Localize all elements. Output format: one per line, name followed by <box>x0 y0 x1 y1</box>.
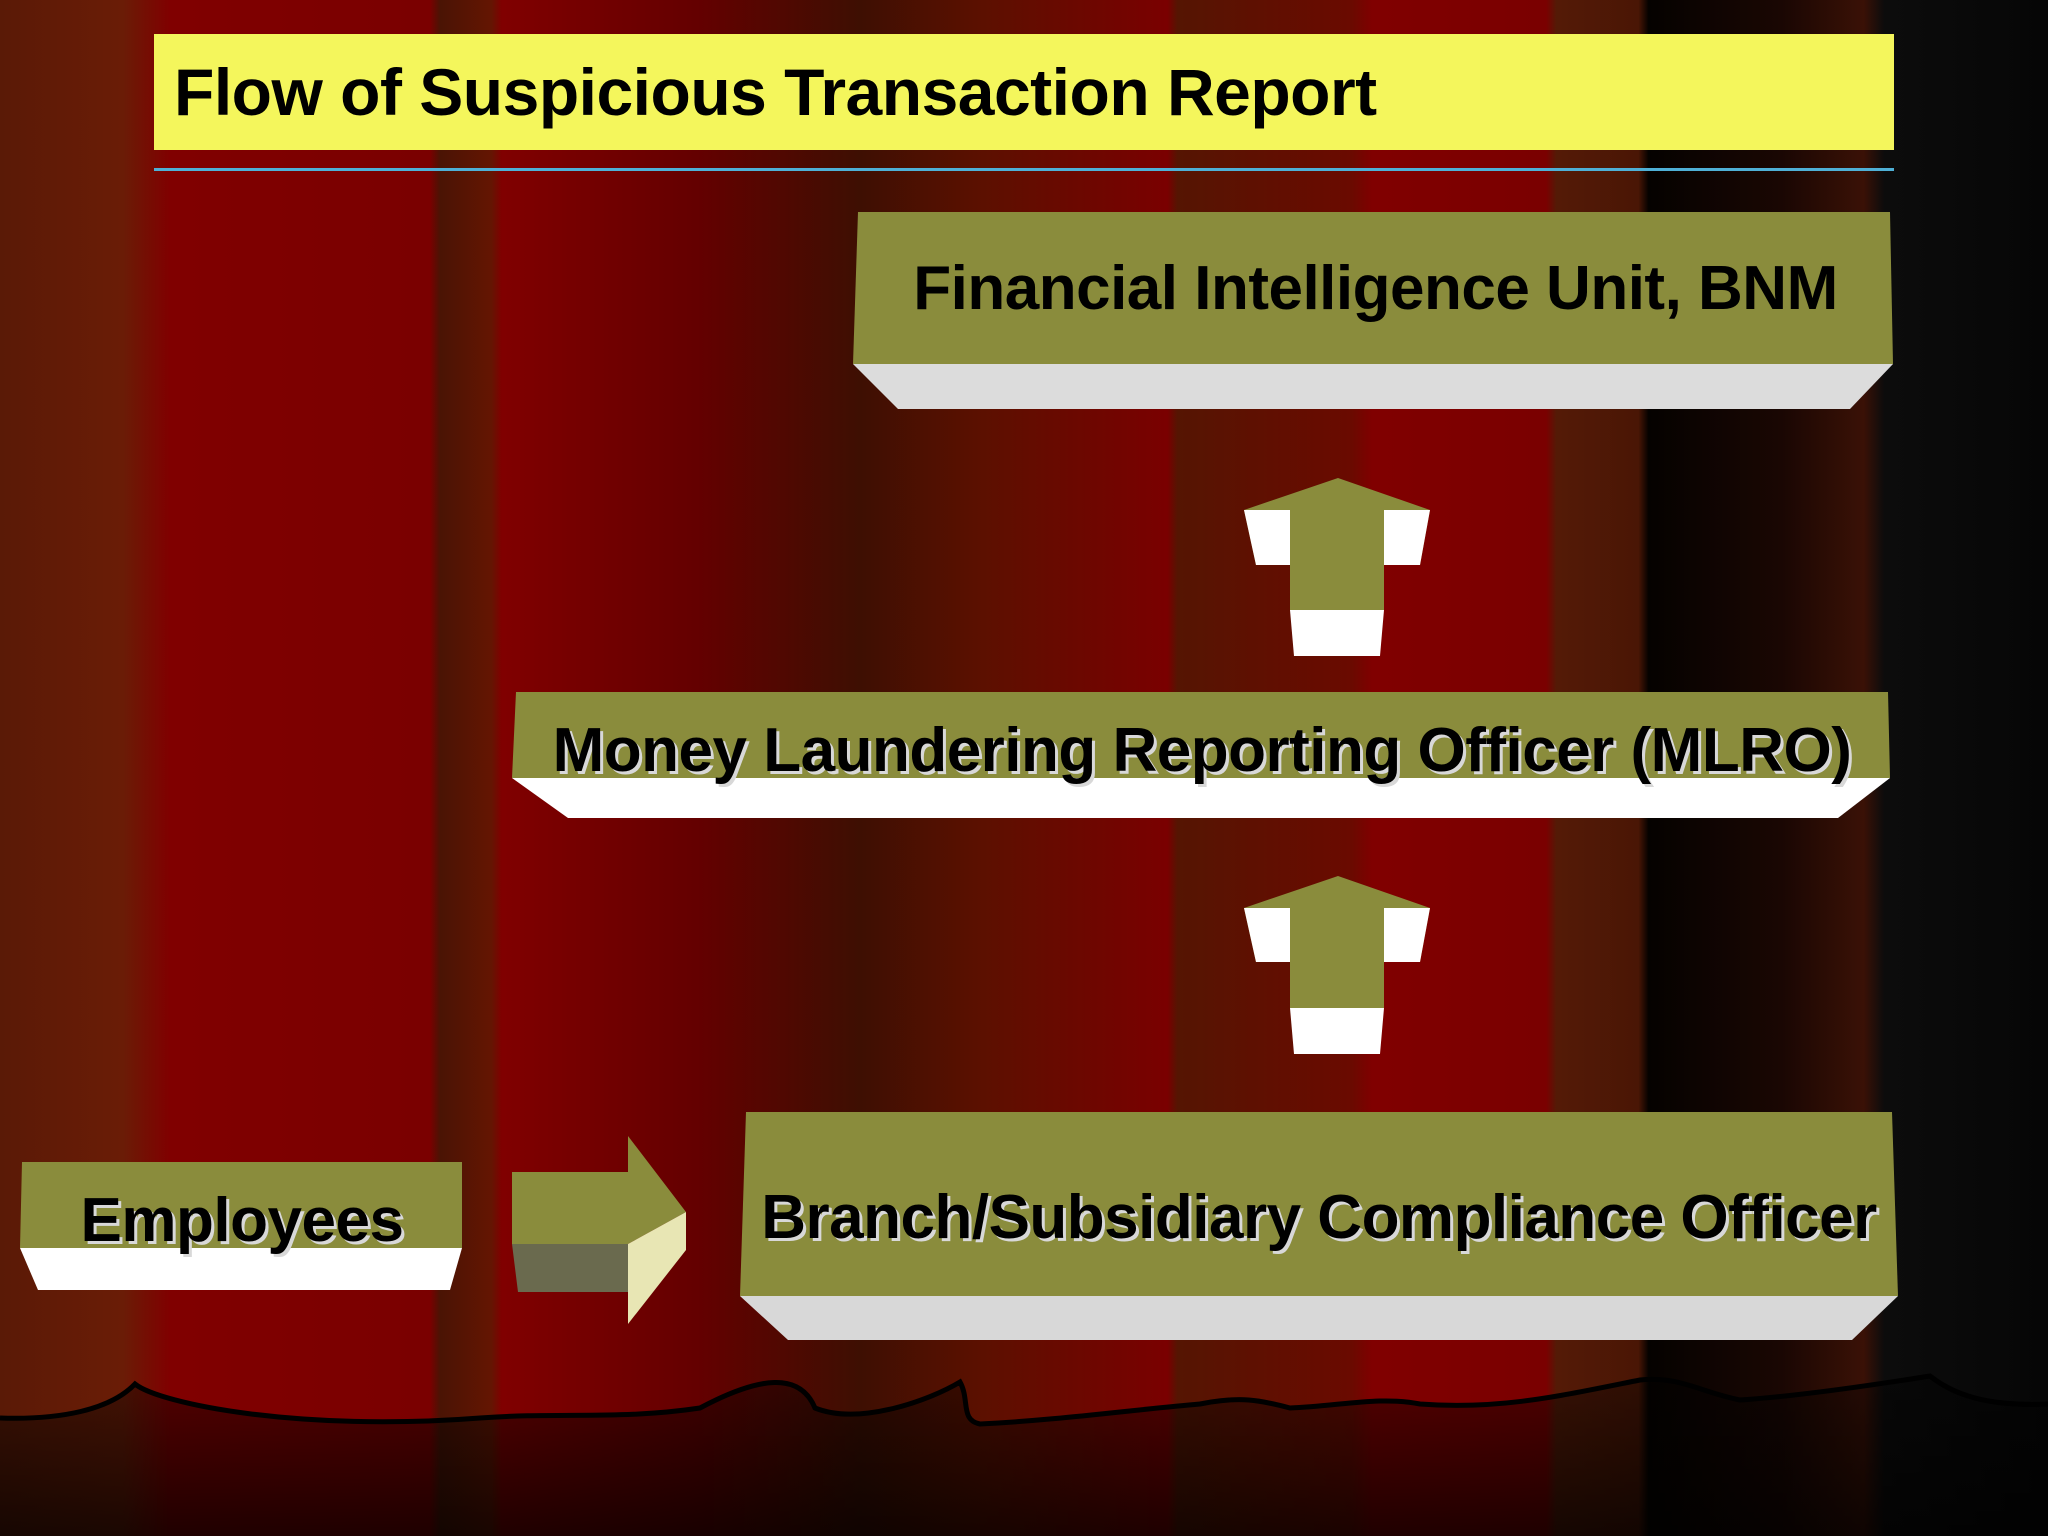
curtain-hem-line <box>0 1373 2048 1427</box>
compliance-label: Branch/Subsidiary Compliance Officer <box>761 1182 1877 1252</box>
title-bar: Flow of Suspicious Transaction Report <box>154 34 1894 150</box>
mlro-box-shape <box>512 692 1890 818</box>
slide-title: Flow of Suspicious Transaction Report <box>174 55 1377 129</box>
fiu-box-shape <box>853 212 1893 409</box>
curtain-hem <box>0 1376 2048 1536</box>
arrow-right-employees-to-compliance <box>512 1136 686 1324</box>
arrow-up-mlro-to-fiu <box>1244 478 1430 656</box>
fiu-label: Financial Intelligence Unit, BNM <box>913 253 1838 323</box>
mlro-label: Money Laundering Reporting Officer (MLRO… <box>552 715 1852 785</box>
title-underline <box>154 168 1894 171</box>
employees-box-shape <box>20 1162 462 1290</box>
compliance-box-shape <box>740 1112 1898 1340</box>
arrow-up-compliance-to-mlro <box>1244 876 1430 1054</box>
employees-label: Employees <box>80 1185 404 1255</box>
